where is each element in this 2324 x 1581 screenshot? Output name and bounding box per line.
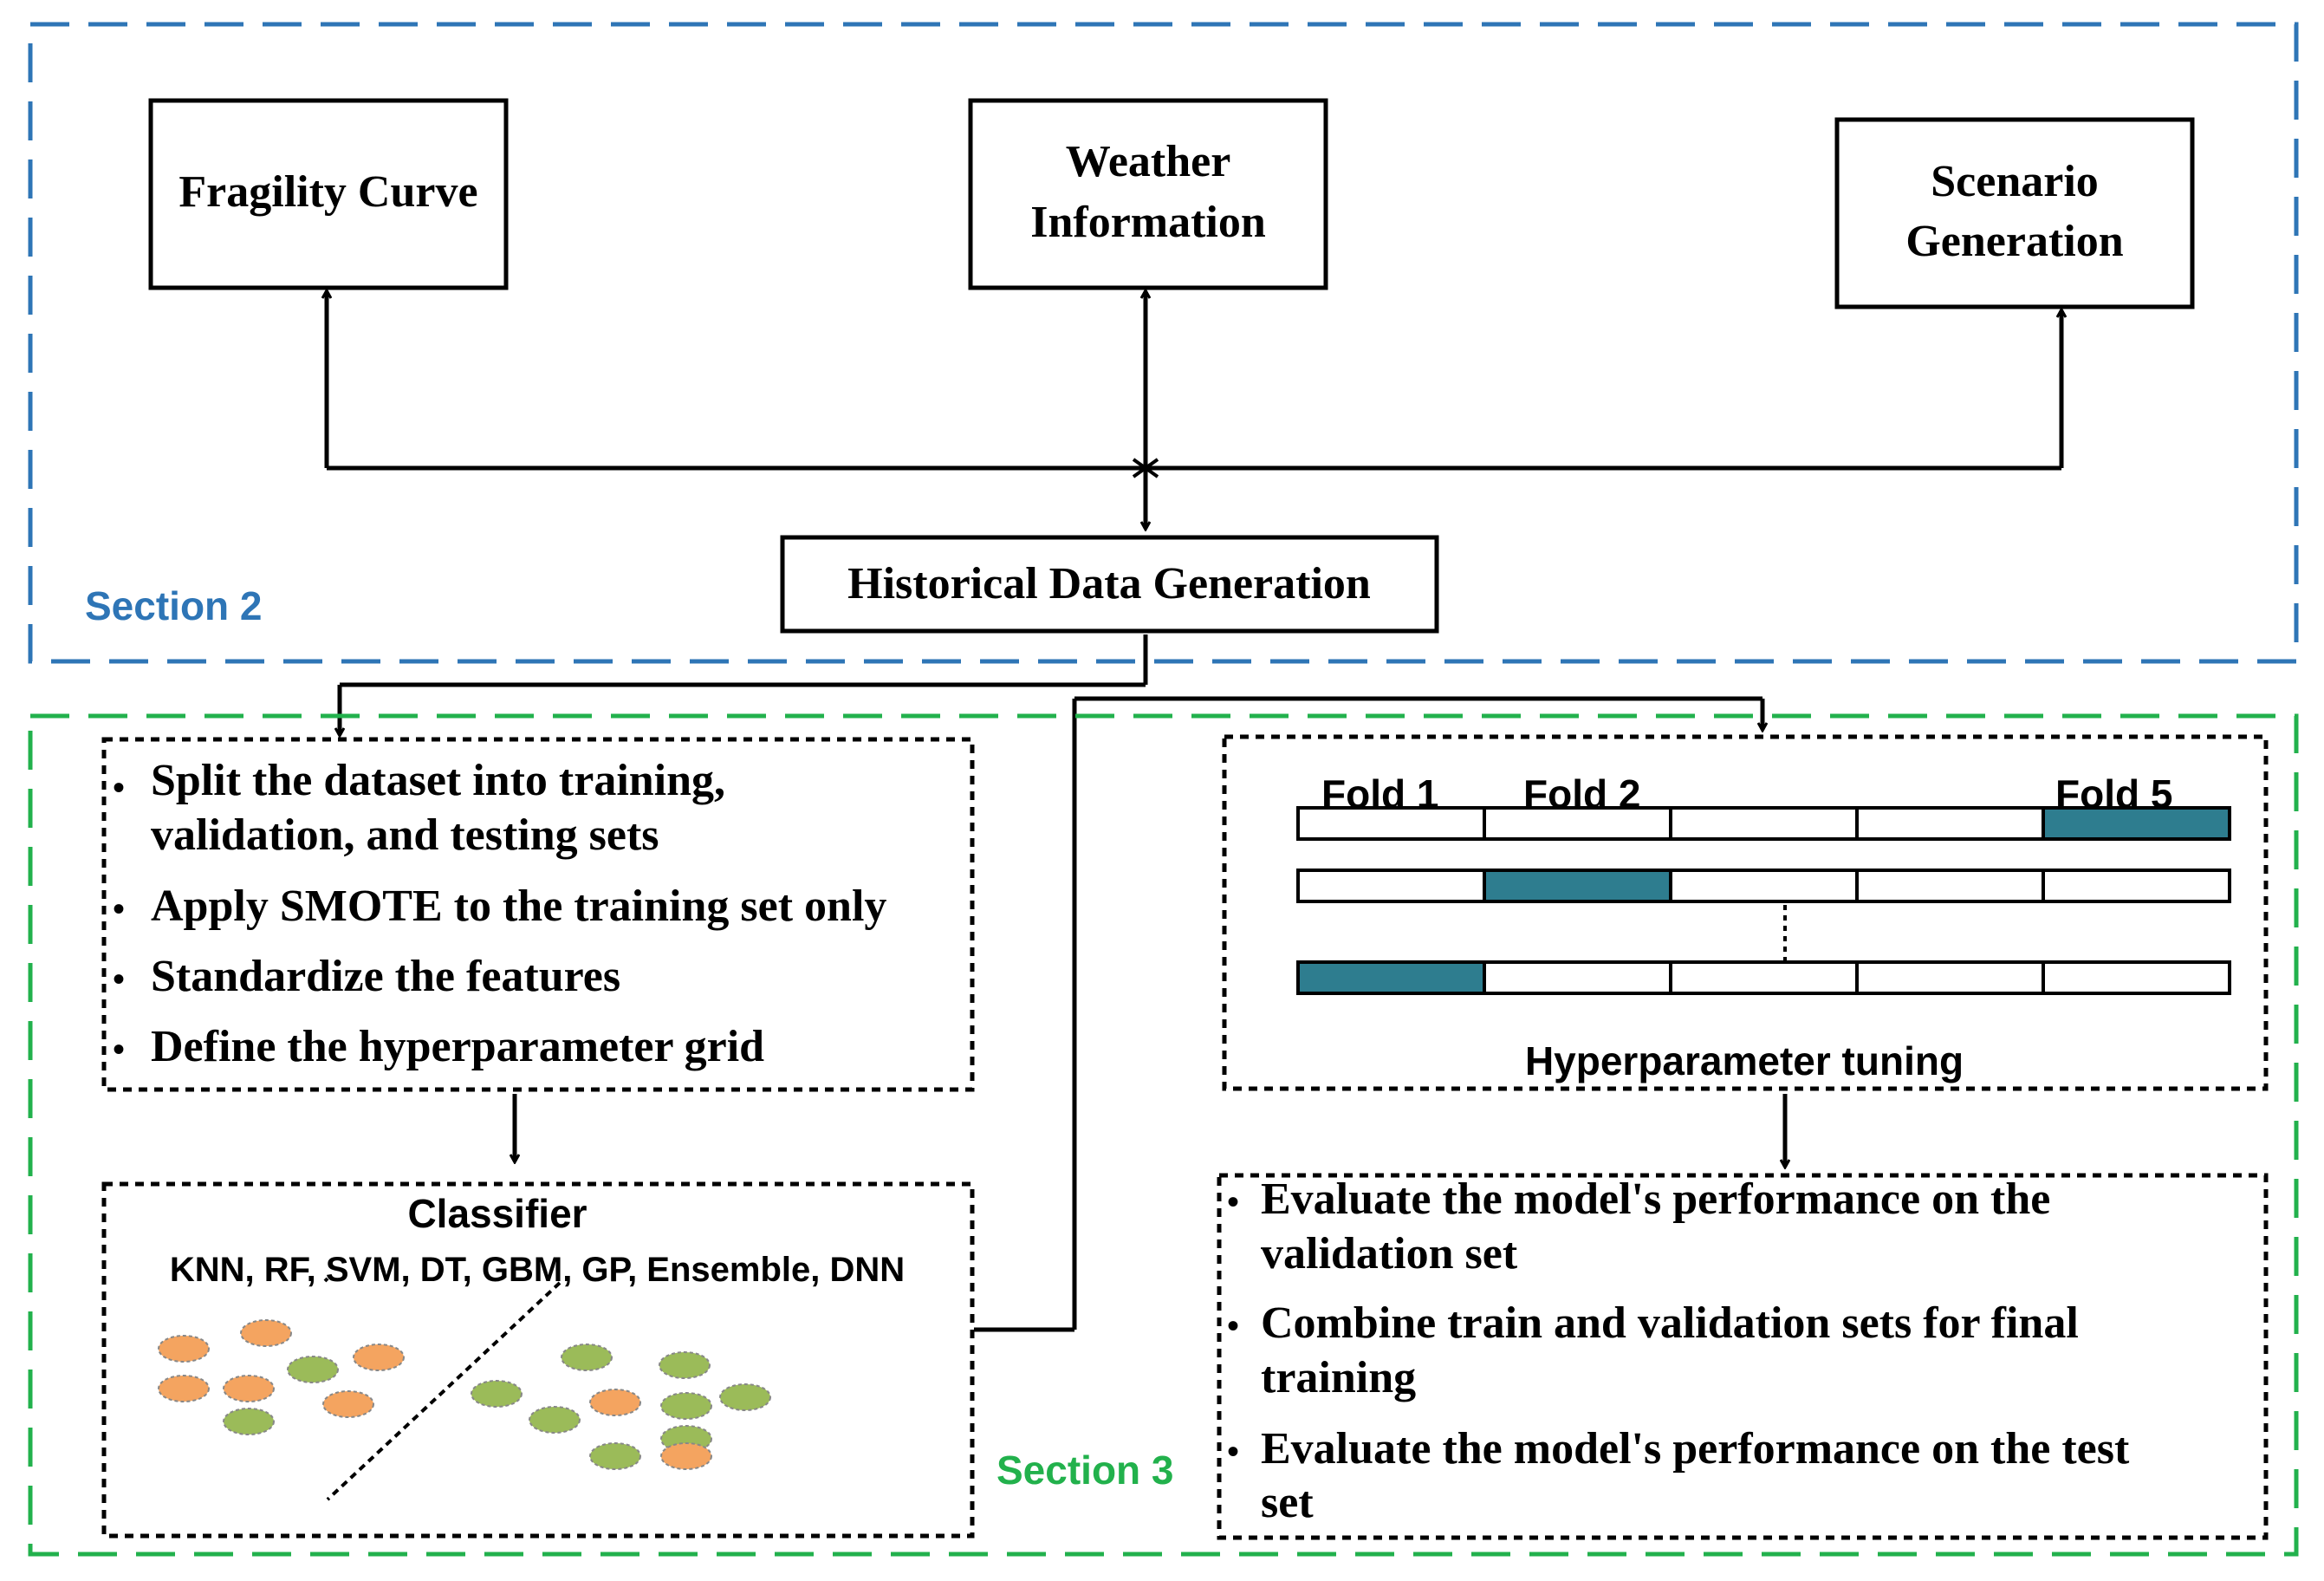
fold-cell bbox=[1669, 806, 1859, 841]
orange-sample-point bbox=[158, 1375, 210, 1402]
prep-step-2: Apply SMOTE to the training set only bbox=[151, 882, 886, 931]
section2-connectors bbox=[327, 291, 2061, 529]
fold-cell bbox=[1296, 960, 1486, 995]
fold-cell bbox=[1483, 869, 1672, 903]
green-sample-point bbox=[589, 1442, 641, 1470]
classifier-models: KNN, RF, SVM, DT, GBM, GP, Ensemble, DNN bbox=[170, 1251, 905, 1289]
scenario-label-line1: Scenario bbox=[1931, 157, 2099, 206]
green-sample-point bbox=[561, 1344, 613, 1371]
scenario-label-line2: Generation bbox=[1905, 217, 2123, 266]
orange-sample-point bbox=[223, 1375, 275, 1402]
green-sample-point bbox=[659, 1351, 711, 1379]
evaluation-step-1-line2: validation set bbox=[1261, 1229, 1518, 1278]
green-sample-point bbox=[223, 1408, 275, 1435]
decision-boundary-line bbox=[326, 1281, 562, 1501]
bullet: • bbox=[113, 960, 125, 999]
bullet: • bbox=[113, 1030, 125, 1069]
orange-sample-point bbox=[158, 1335, 210, 1363]
bullet: • bbox=[113, 889, 125, 928]
green-sample-point bbox=[719, 1383, 771, 1411]
fold-cell bbox=[1669, 869, 1859, 903]
evaluation-step-1-line1: Evaluate the model's performance on the bbox=[1261, 1174, 2050, 1224]
orange-sample-point bbox=[240, 1319, 292, 1347]
sample-points bbox=[158, 1319, 771, 1470]
prep-step-1-line2: validation, and testing sets bbox=[151, 810, 659, 860]
section2-frame bbox=[28, 22, 2299, 664]
green-sample-point bbox=[287, 1356, 339, 1383]
evaluation-step-3-line1: Evaluate the model's performance on the … bbox=[1261, 1424, 2130, 1474]
prep-step-4: Define the hyperparameter grid bbox=[151, 1022, 764, 1071]
section3-label: Section 3 bbox=[996, 1448, 1174, 1493]
fold-cell bbox=[2042, 806, 2231, 841]
orange-sample-point bbox=[322, 1390, 374, 1418]
hyperparameter-tuning-box: Fold 1 Fold 2 Fold 5 Hyperparameter tuni… bbox=[1222, 734, 2269, 1091]
green-sample-point bbox=[471, 1380, 523, 1408]
fold-cell bbox=[1855, 806, 2045, 841]
weather-label-line1: Weather bbox=[1066, 137, 1231, 186]
orange-sample-point bbox=[353, 1344, 405, 1371]
decision-boundary bbox=[323, 1277, 329, 1283]
fold-cell bbox=[2042, 960, 2231, 995]
section2-label: Section 2 bbox=[85, 583, 263, 628]
historical-data-generation-box: Historical Data Generation bbox=[780, 535, 1439, 634]
green-sample-point bbox=[660, 1392, 712, 1420]
data-preparation-box: • Split the dataset into training, valid… bbox=[101, 737, 975, 1092]
scenario-generation-box: Scenario Generation bbox=[1834, 117, 2195, 309]
fold-cell bbox=[1483, 960, 1672, 995]
fold-cell bbox=[1296, 806, 1486, 841]
branch-connectors bbox=[340, 634, 1762, 1332]
fold-cell bbox=[1855, 869, 2045, 903]
historical-data-label: Historical Data Generation bbox=[847, 559, 1371, 608]
fragility-curve-box: Fragility Curve bbox=[148, 98, 509, 290]
fold-cell bbox=[1669, 960, 1859, 995]
evaluation-box: • Evaluate the model's performance on th… bbox=[1217, 1173, 2269, 1540]
weather-label-line2: Information bbox=[1030, 198, 1266, 247]
evaluation-step-3-line2: set bbox=[1261, 1478, 1314, 1527]
fold-rows bbox=[1296, 806, 2231, 995]
fold-cell bbox=[1296, 869, 1486, 903]
weather-information-box: Weather Information bbox=[968, 98, 1328, 290]
prep-step-3: Standardize the features bbox=[151, 952, 620, 1001]
fold-cell bbox=[1855, 960, 2045, 995]
fold-cell bbox=[2042, 869, 2231, 903]
classifier-title: Classifier bbox=[407, 1191, 587, 1236]
prep-step-1-line1: Split the dataset into training, bbox=[151, 756, 725, 805]
orange-sample-point bbox=[660, 1442, 712, 1470]
orange-sample-point bbox=[589, 1389, 641, 1416]
green-sample-point bbox=[529, 1406, 581, 1434]
classifier-box: Classifier KNN, RF, SVM, DT, GBM, GP, En… bbox=[101, 1181, 975, 1539]
tuning-title: Hyperparameter tuning bbox=[1525, 1038, 1964, 1083]
bullet: • bbox=[1227, 1306, 1239, 1345]
evaluation-step-2-line1: Combine train and validation sets for fi… bbox=[1261, 1298, 2079, 1348]
fragility-curve-label: Fragility Curve bbox=[179, 167, 477, 217]
bullet: • bbox=[113, 768, 125, 807]
bullet: • bbox=[1227, 1432, 1239, 1471]
section3-frame bbox=[28, 713, 2299, 1557]
evaluation-step-2-line2: training bbox=[1261, 1353, 1416, 1402]
fold-cell bbox=[1483, 806, 1672, 841]
bullet: • bbox=[1227, 1182, 1239, 1221]
